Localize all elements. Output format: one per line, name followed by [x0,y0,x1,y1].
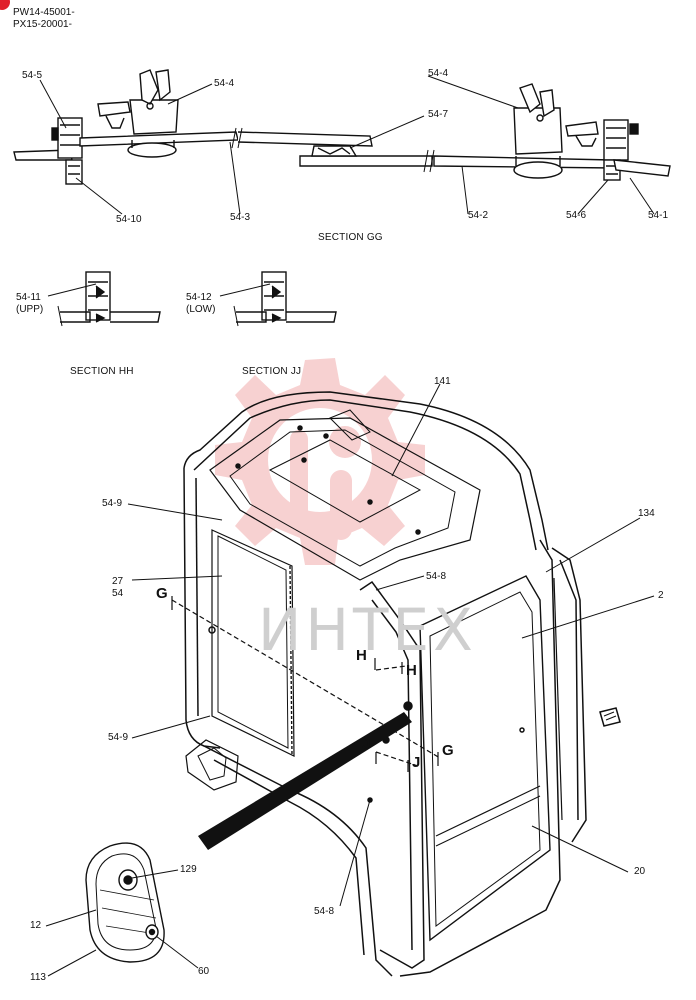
callout-54: 54 [112,588,124,599]
mirror-assembly [85,842,165,963]
callout-low: (LOW) [186,304,216,315]
callout-54-8-top: 54-8 [426,571,447,582]
model-range-1: PW14-45001- [13,7,75,18]
callout-54-11: 54-11 [16,292,41,303]
callout-134: 134 [638,508,655,519]
callout-54-9-bottom: 54-9 [108,732,129,743]
mirror-leader-wedge [198,712,412,850]
cab-body [183,391,621,977]
callout-54-1: 54-1 [648,210,669,221]
callout-60: 60 [198,966,210,977]
section-hh-label: SECTION HH [70,366,134,377]
section-jj-label: SECTION JJ [242,366,302,377]
callout-2: 2 [658,590,664,601]
callout-54-12: 54-12 [186,292,212,303]
seal-54-7 [299,145,615,173]
section-mark-j-left: J [362,736,371,753]
callout-54-10: 54-10 [116,214,142,225]
section-gg-right [513,83,671,181]
section-mark-h-left: H [356,647,367,664]
callout-54-3: 54-3 [230,212,251,223]
section-arrows [171,596,439,772]
section-gg-label: SECTION GG [318,232,383,243]
callout-20: 20 [634,866,646,877]
section-jj-profile [233,271,337,327]
watermark-logo [215,358,425,565]
callout-54-4-left: 54-4 [214,78,235,89]
callout-54-8-bottom: 54-8 [314,906,335,917]
callout-54-7: 54-7 [428,109,449,120]
callout-129: 129 [180,864,197,875]
section-hh-profile [57,271,161,327]
callout-12: 12 [30,920,42,931]
callout-141: 141 [434,376,451,387]
section-mark-j-right: J [412,754,421,771]
callout-54-6: 54-6 [566,210,587,221]
callout-54-4-right: 54-4 [428,68,449,79]
corner-badge [0,0,10,10]
watermark-text: ИНТЕХ [258,596,477,664]
section-gg-left [13,69,373,185]
callout-27: 27 [112,576,124,587]
callout-54-5: 54-5 [22,70,43,81]
leader-lines [39,75,655,977]
section-mark-g-left: G [156,585,168,602]
section-mark-g-right: G [442,742,454,759]
section-mark-h-right: H [406,662,417,679]
callout-113: 113 [30,972,46,983]
model-range-2: PX15-20001- [13,19,72,30]
callout-upp: (UPP) [16,304,44,315]
callout-54-2: 54-2 [468,210,489,221]
callout-54-9-top: 54-9 [102,498,123,509]
